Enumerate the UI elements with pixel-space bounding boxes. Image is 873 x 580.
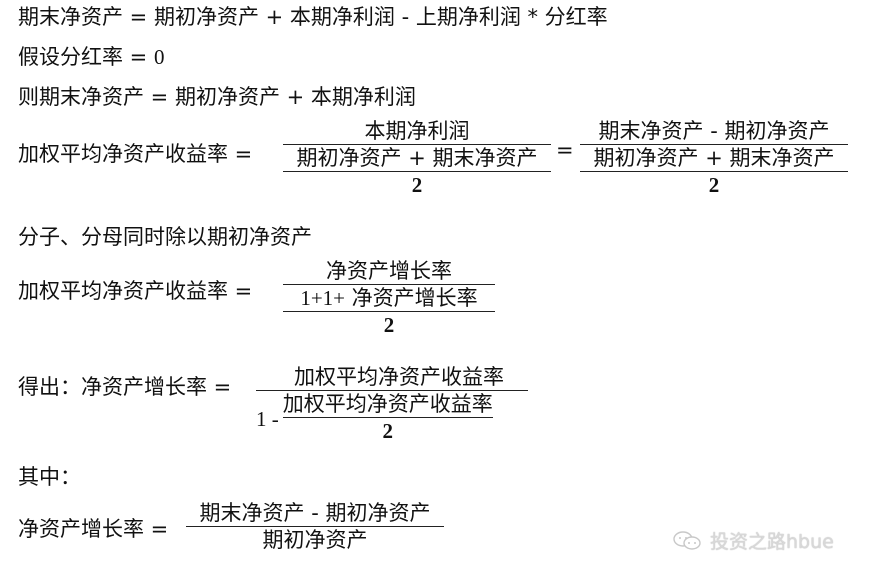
roe-lhs-2: 加权平均净资产收益率 = (18, 279, 253, 303)
fraction-numerator: 期末净资产 - 期初净资产 (199, 501, 431, 525)
fraction-denominator-bottom: 2 (383, 313, 395, 337)
fraction-numerator: 加权平均净资产收益率 (294, 365, 504, 389)
denominator-prefix: 1+1+ (300, 286, 345, 310)
fraction-denominator-top: 1+1+ 净资产增长率 (283, 285, 495, 312)
fraction-denominator-top: 期初净资产 + 期末净资产 (283, 145, 551, 172)
growth-lhs: 净资产增长率 = (18, 517, 169, 541)
equation-ending-net-assets: 期末净资产 = 期初净资产 + 本期净利润 - 上期净利润 * 分红率 (18, 5, 608, 29)
fraction-bar (580, 144, 848, 145)
roe-lhs: 加权平均净资产收益率 = (18, 142, 253, 166)
fraction-bar (283, 144, 551, 145)
wechat-icon (673, 531, 701, 550)
fraction-bar (186, 526, 444, 527)
fraction-denominator-bottom: 2 (411, 173, 423, 197)
nested-fraction: 加权平均净资产收益率 2 (282, 391, 493, 444)
fraction-denominator: 期初净资产 (262, 528, 368, 552)
result-lhs: 得出：净资产增长率 = (18, 375, 232, 399)
nested-numerator: 加权平均净资产收益率 (282, 392, 493, 418)
denominator-rest: 净资产增长率 (345, 286, 478, 310)
equals-sign: = (556, 138, 574, 162)
assumption-dividend-rate: 假设分红率 = 0 (18, 44, 164, 70)
result-fraction: 加权平均净资产收益率 1 - 加权平均净资产收益率 2 (256, 364, 528, 444)
result-denominator: 1 - 加权平均净资产收益率 2 (256, 391, 528, 444)
fraction-numerator: 期末净资产 - 期初净资产 (598, 119, 830, 143)
growth-fraction: 期末净资产 - 期初净资产 期初净资产 (186, 500, 444, 553)
nested-denominator: 2 (382, 419, 394, 443)
equation-ending-net-assets-simplified: 则期末净资产 = 期初净资产 + 本期净利润 (18, 85, 416, 109)
watermark: 投资之路hbue (672, 527, 834, 554)
divide-note: 分子、分母同时除以期初净资产 (18, 225, 312, 249)
fraction-numerator: 净资产增长率 (326, 259, 452, 283)
roe-fraction-2: 期末净资产 - 期初净资产 期初净资产 + 期末净资产 2 (580, 118, 848, 198)
fraction-bar (256, 390, 528, 391)
denominator-prefix: 1 - (256, 407, 279, 431)
where-label: 其中： (18, 465, 81, 489)
watermark-text: 投资之路hbue (710, 531, 834, 553)
roe-fraction-growth: 净资产增长率 1+1+ 净资产增长率 2 (283, 258, 495, 338)
fraction-bar (283, 284, 495, 285)
assumption-value: 0 (153, 45, 165, 69)
assumption-text: 假设分红率 = (18, 45, 154, 69)
fraction-denominator-top: 期初净资产 + 期末净资产 (580, 145, 848, 172)
fraction-numerator: 本期净利润 (364, 119, 470, 143)
roe-fraction-1: 本期净利润 期初净资产 + 期末净资产 2 (283, 118, 551, 198)
fraction-denominator-bottom: 2 (708, 173, 720, 197)
